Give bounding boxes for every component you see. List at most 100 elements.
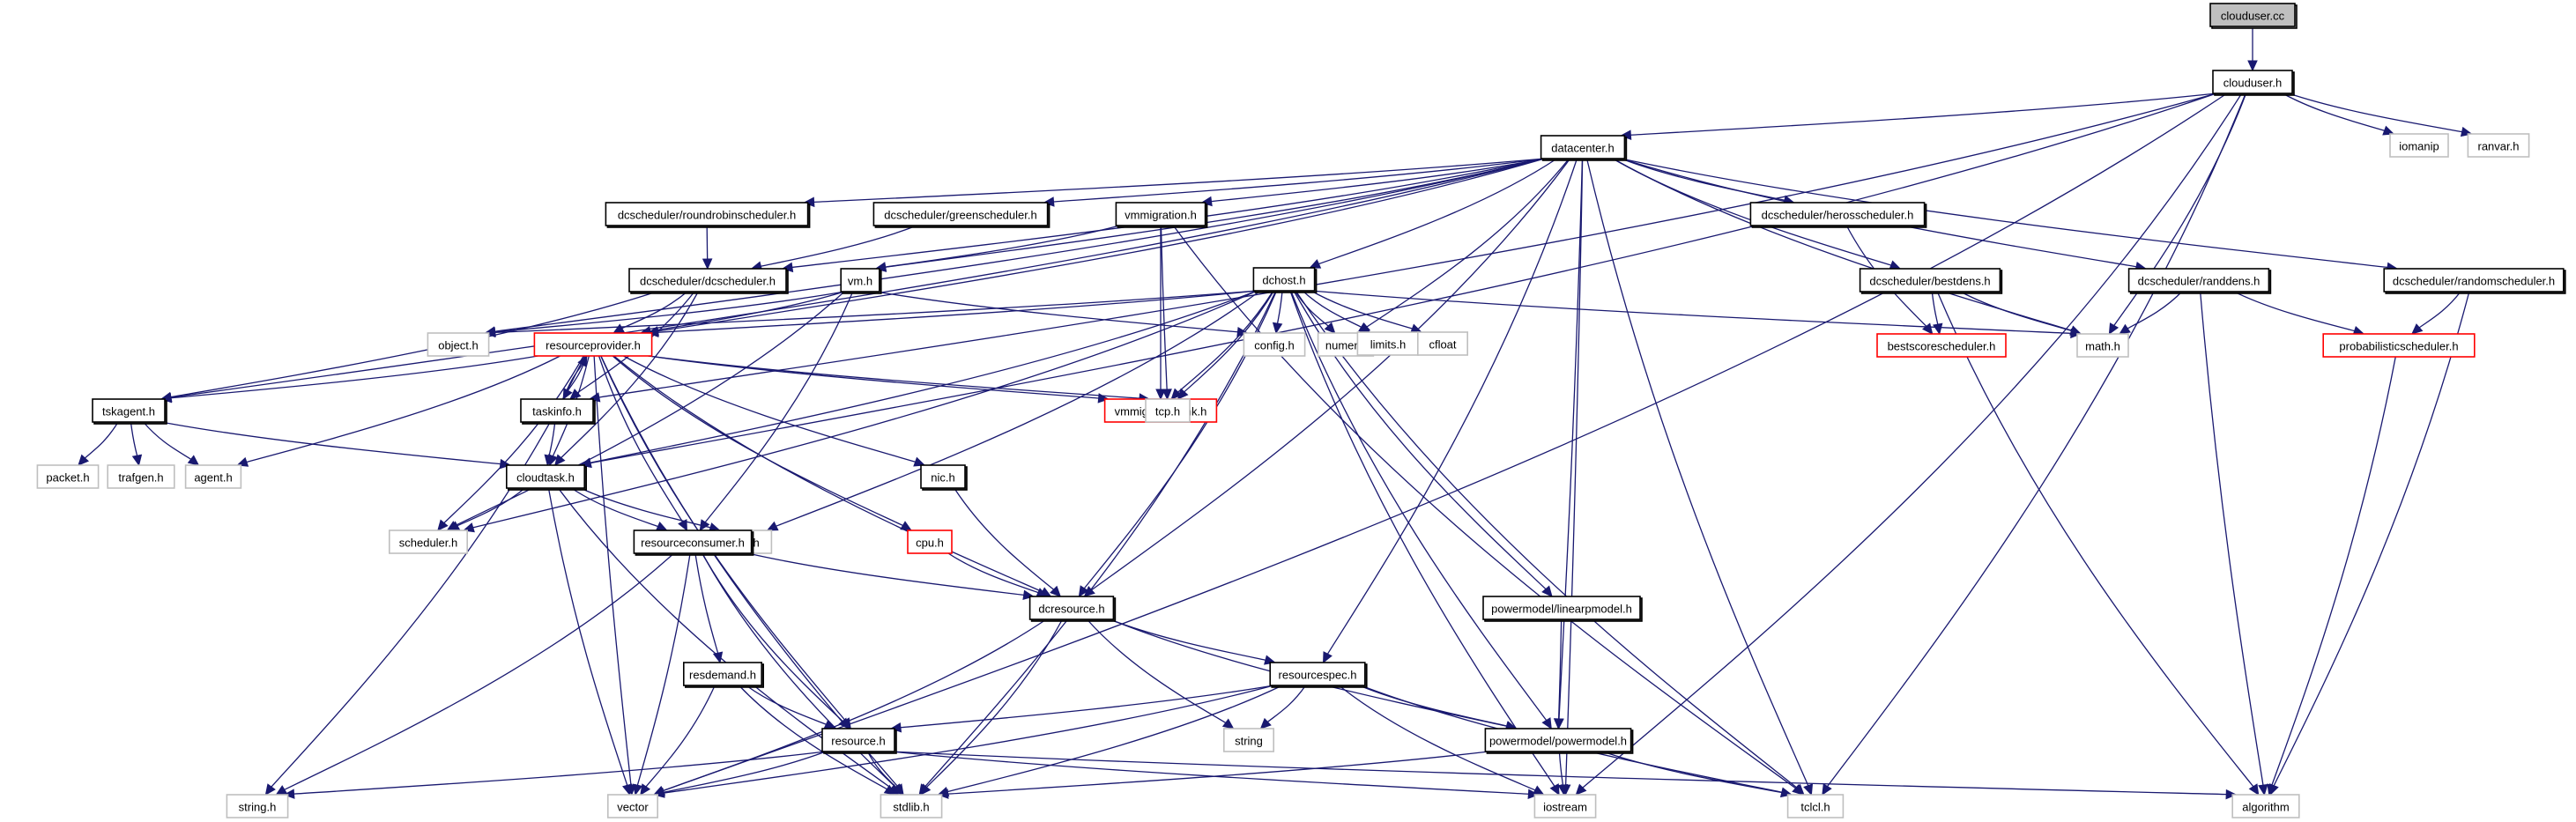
node-stdlib-h[interactable]: stdlib.h (880, 794, 943, 818)
arrowhead-icon (712, 651, 724, 664)
node-dcresource[interactable]: dcresource.h (1028, 596, 1117, 622)
node-resdemand[interactable]: resdemand.h (682, 662, 764, 688)
arrowhead-icon (900, 521, 913, 531)
node-clouduser-h[interactable]: clouduser.h (2212, 70, 2295, 96)
arrowhead-icon (1221, 718, 1235, 729)
node-tclcl-h[interactable]: tclcl.h (1786, 794, 1845, 818)
edge-tskagent-to-trafgen-h (130, 421, 143, 467)
node-cfloat[interactable]: cfloat (1417, 331, 1469, 356)
node-tskagent[interactable]: tskagent.h (92, 398, 167, 425)
edge-dcresource-to-resspec (1110, 618, 1276, 665)
arrowhead-icon (236, 456, 249, 467)
arrowhead-icon (1050, 585, 1062, 597)
node-clouduser-cc[interactable]: clouduser.cc (2209, 3, 2298, 29)
arrowhead-icon (1553, 718, 1564, 730)
node-box (1028, 596, 1115, 620)
edge-probsched-to-algorithm (2267, 356, 2396, 796)
node-agent-h[interactable]: agent.h (184, 464, 242, 489)
node-trafgen-h[interactable]: trafgen.h (107, 464, 175, 489)
node-bestdens[interactable]: dcscheduler/bestdens.h (1859, 268, 2003, 294)
node-linearp[interactable]: powermodel/linearpmodel.h (1482, 596, 1643, 622)
node-math-h[interactable]: math.h (2076, 333, 2129, 358)
edge-line (1289, 290, 1555, 787)
node-packet-h[interactable]: packet.h (36, 464, 100, 489)
edge-line (1290, 290, 1548, 721)
node-bestscore[interactable]: bestscorescheduler.h (1876, 333, 2007, 358)
node-iomanip[interactable]: iomanip (2389, 133, 2449, 158)
node-label: clouduser.h (2223, 77, 2283, 90)
node-vmmigration-h[interactable]: vmmigration.h (1115, 202, 1208, 228)
node-resspec[interactable]: resourcespec.h (1269, 662, 1368, 688)
node-label: dchost.h (1262, 274, 1305, 287)
edge-line (663, 618, 1047, 792)
node-box (1482, 596, 1641, 620)
arrowhead-icon (766, 521, 779, 531)
edge-line (1338, 685, 1536, 791)
node-algorithm[interactable]: algorithm (2231, 794, 2300, 818)
node-powermodel[interactable]: powermodel/powermodel.h (1484, 728, 1634, 754)
edge-cloudtask-to-float-h (580, 487, 721, 533)
node-datacenter-h[interactable]: datacenter.h (1540, 135, 1628, 161)
arrowhead-icon (1541, 717, 1552, 730)
node-label: cloudtask.h (516, 471, 575, 485)
node-random-sched[interactable]: dcscheduler/randomscheduler.h (2383, 268, 2566, 294)
node-tcp-h[interactable]: tcp.h (1145, 398, 1191, 423)
node-box (92, 398, 166, 423)
arrowhead-icon (1177, 388, 1189, 400)
arrowhead-icon (1272, 322, 1283, 335)
node-nic-h[interactable]: nic.h (920, 464, 968, 491)
node-cloudtask[interactable]: cloudtask.h (505, 464, 587, 491)
node-ranvar-h[interactable]: ranvar.h (2467, 133, 2530, 158)
node-rescons[interactable]: resourceconsumer.h (633, 529, 754, 556)
node-iostream[interactable]: iostream (1533, 794, 1597, 818)
node-cpu-h[interactable]: cpu.h (907, 529, 953, 554)
edge-line (560, 291, 699, 458)
edge-line (657, 290, 1258, 333)
edge-line (457, 487, 526, 527)
edge-line (1366, 158, 1570, 328)
node-label: string.h (239, 801, 277, 814)
node-vector[interactable]: vector (606, 794, 658, 818)
node-resprov[interactable]: resourceprovider.h (533, 332, 653, 357)
node-green-sched[interactable]: dcscheduler/greenscheduler.h (872, 202, 1050, 228)
node-probsched[interactable]: probabilisticscheduler.h (2322, 333, 2476, 358)
edge-line (170, 158, 1545, 398)
node-string-h[interactable]: string.h (226, 794, 289, 818)
arrowhead-icon (632, 783, 643, 796)
node-box (1786, 794, 1845, 818)
arrowhead-icon (2247, 60, 2258, 72)
edge-line (1091, 158, 1571, 591)
edge-line (600, 355, 846, 722)
arrowhead-icon (1324, 322, 1336, 334)
node-limits-h[interactable]: limits.h (1356, 331, 1420, 356)
node-resource-h[interactable]: resource.h (821, 728, 897, 754)
node-heros-sched[interactable]: dcscheduler/herosscheduler.h (1749, 202, 1927, 228)
node-vm-h[interactable]: vm.h (840, 268, 882, 294)
edge-resspec-to-vector (653, 685, 1274, 798)
edge-datacenter-h-to-tclcl-h (1585, 158, 1814, 796)
node-rr-sched[interactable]: dcscheduler/roundrobinscheduler.h (605, 202, 811, 228)
edge-line (1931, 291, 1939, 325)
node-label: limits.h (1370, 338, 1406, 352)
arrowhead-icon (1170, 388, 1183, 400)
edge-vmmigration-h-to-tcp-h (1160, 225, 1172, 401)
edge-line (866, 751, 897, 788)
node-box (605, 202, 809, 226)
node-label: ranvar.h (2478, 140, 2520, 153)
node-taskinfo[interactable]: taskinfo.h (520, 398, 596, 425)
edge-resprov-to-vector (593, 355, 636, 796)
edge-line (84, 421, 119, 459)
node-dchost-h[interactable]: dchost.h (1252, 267, 1318, 293)
node-label: config.h (1254, 339, 1295, 352)
node-object-h[interactable]: object.h (427, 332, 490, 357)
node-config-h[interactable]: config.h (1243, 332, 1306, 357)
edge-line (657, 158, 1545, 332)
edge-line (924, 290, 1277, 788)
node-box (388, 529, 468, 554)
node-label: resourcespec.h (1279, 669, 1357, 682)
node-dcscheduler-h[interactable]: dcscheduler/dcscheduler.h (628, 268, 789, 294)
node-string[interactable]: string (1223, 728, 1275, 752)
node-scheduler-h[interactable]: scheduler.h (388, 529, 468, 554)
arrowhead-icon (484, 327, 496, 338)
node-randdens[interactable]: dcscheduler/randdens.h (2127, 268, 2272, 294)
